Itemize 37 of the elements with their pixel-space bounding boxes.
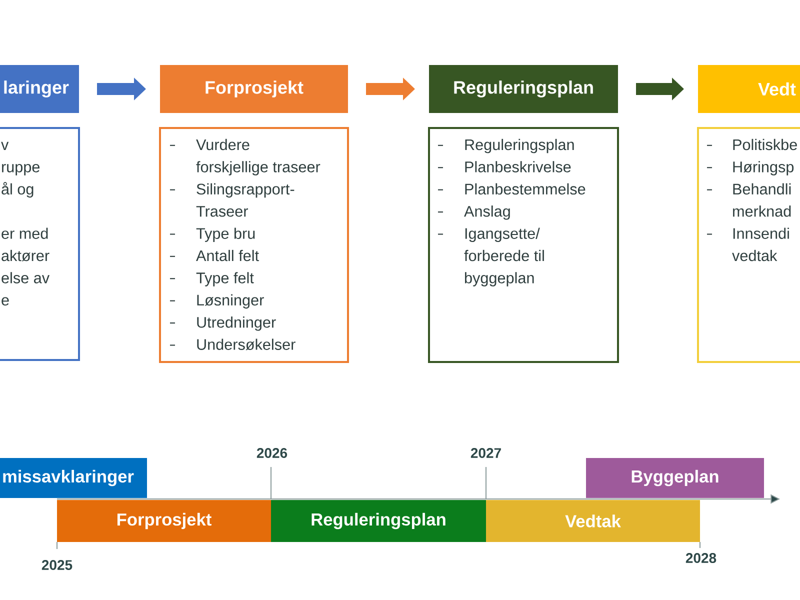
list-item: else av — [2, 272, 50, 284]
list-item: er med — [2, 228, 48, 239]
list-item: Anslag — [464, 206, 510, 220]
list-item: Reguleringsplan — [465, 138, 574, 154]
stage-header: Vedt — [698, 65, 800, 113]
timeline-bar: Forprosjekt — [57, 500, 271, 542]
timeline-bar: Vedtak — [486, 500, 700, 542]
stage-header: Reguleringsplan — [429, 65, 618, 113]
stage-header: Forprosjekt — [160, 65, 348, 113]
timeline-bar: Byggeplan — [586, 458, 764, 498]
list-item: ruppe — [2, 164, 40, 176]
list-item: Utredninger — [197, 316, 276, 331]
year-label: 2028 — [686, 553, 716, 563]
list-item: Igangsette/ forberede til byggeplan — [464, 228, 544, 286]
list-item: e — [2, 297, 9, 306]
list-item: ål og — [2, 182, 34, 198]
list-item: Planbestemmelse — [465, 183, 586, 195]
list-item: Innsendi vedtak — [732, 228, 789, 262]
list-item: Løsninger — [197, 294, 264, 309]
list-item: aktører — [2, 250, 50, 262]
year-label: 2025 — [42, 560, 72, 570]
list-item: Behandli merknad — [733, 183, 791, 217]
timeline-bar: Reguleringsplan — [271, 500, 486, 542]
list-item: Vurdere forskjellige traseer — [196, 138, 320, 176]
stage-header: laringer — [0, 65, 79, 113]
list-item: Silingsrapport- Traseer — [196, 183, 294, 217]
list-item: Type bru — [196, 228, 255, 242]
year-label: 2027 — [470, 448, 501, 458]
list-item: Høringsp — [733, 161, 794, 176]
list-item: v — [1, 142, 9, 150]
list-item: Antall felt — [196, 250, 259, 262]
list-item: Type felt — [196, 272, 254, 286]
list-item: Planbeskrivelse — [465, 161, 571, 172]
list-item: Politiskbe — [733, 138, 797, 150]
year-label: 2026 — [256, 448, 288, 458]
timeline-bar: missavklaringer — [0, 458, 147, 498]
list-item: Undersøkelser — [197, 338, 296, 350]
